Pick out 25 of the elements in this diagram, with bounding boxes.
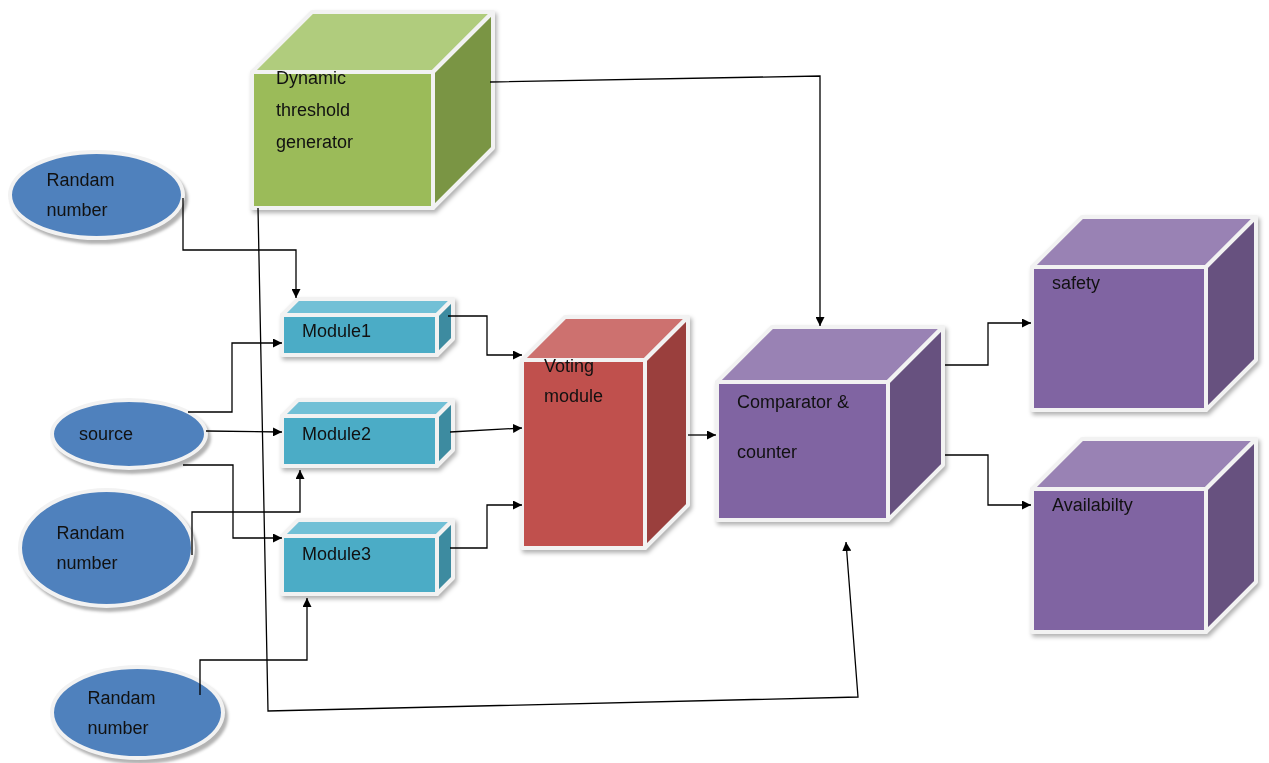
node-label: Comparator & counter: [737, 391, 851, 464]
arrow: [449, 500, 523, 549]
node-label: Randam number: [87, 686, 157, 740]
node-label: Dynamic threshold generator: [276, 67, 355, 154]
arrow: [182, 197, 301, 299]
arrow: [944, 454, 1032, 510]
node-label: Availabilty: [1052, 494, 1134, 517]
arrow: [687, 430, 717, 440]
arrow: [257, 207, 859, 712]
arrow: [182, 464, 283, 543]
arrow: [205, 427, 283, 437]
arrow: [449, 424, 523, 433]
node-label: source: [79, 423, 135, 446]
arrow: [489, 75, 825, 327]
node-label: Voting module: [544, 355, 605, 408]
arrow: [944, 318, 1032, 366]
node-label: Module1: [302, 320, 373, 343]
node-label: safety: [1052, 272, 1102, 295]
arrow: [199, 597, 312, 696]
arrow: [191, 469, 305, 556]
node-label: Module2: [302, 423, 373, 446]
node-label: Randam number: [56, 522, 126, 575]
arrow: [187, 338, 283, 413]
node-label: Randam number: [46, 169, 116, 222]
node-label: Module3: [302, 543, 373, 566]
